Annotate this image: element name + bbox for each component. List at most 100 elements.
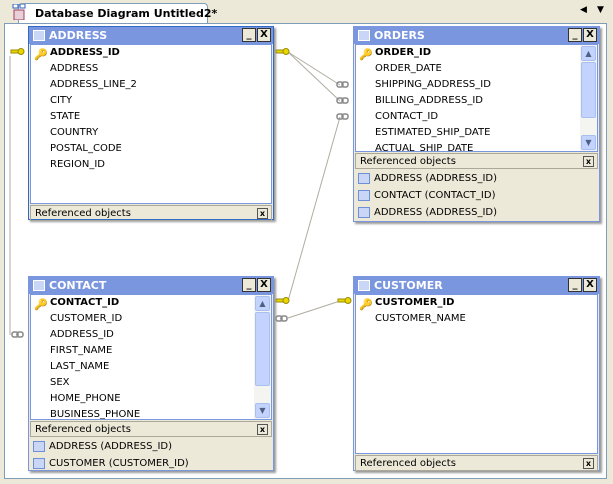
relationship-line[interactable] — [287, 300, 341, 319]
link-connector-icon — [336, 81, 349, 88]
column-row[interactable]: FIRST_NAME — [31, 343, 271, 359]
close-button[interactable]: X — [257, 28, 271, 42]
tab-list-menu-button[interactable]: ▼ — [597, 5, 604, 15]
relationship-line[interactable] — [287, 116, 341, 302]
table-icon — [358, 30, 370, 41]
table-title-bar[interactable]: ADDRESS_X — [29, 27, 273, 44]
table-icon — [33, 280, 45, 291]
column-name: BUSINESS_PHONE — [50, 409, 141, 420]
scroll-tabs-left-button[interactable]: ◀ — [580, 5, 587, 15]
primary-key-icon: 🔑 — [34, 298, 48, 311]
column-name: LAST_NAME — [50, 361, 110, 372]
minimize-button[interactable]: _ — [568, 28, 582, 42]
primary-key-column[interactable]: 🔑ORDER_ID — [356, 45, 597, 61]
column-row[interactable]: ESTIMATED_SHIP_DATE — [356, 125, 597, 141]
column-row[interactable]: ORDER_DATE — [356, 61, 597, 77]
minimize-button[interactable]: _ — [568, 278, 582, 292]
key-connector-icon — [10, 48, 25, 55]
column-row[interactable]: STATE — [31, 109, 271, 125]
table-title-bar[interactable]: CONTACT _X — [29, 277, 273, 294]
table-name: CONTACT — [49, 279, 107, 292]
tab-title: Database Diagram Untitled2* — [35, 7, 218, 20]
column-row[interactable]: BILLING_ADDRESS_ID — [356, 93, 597, 109]
column-row[interactable]: CITY — [31, 93, 271, 109]
table-title-bar[interactable]: ORDERS_X — [354, 27, 599, 44]
referenced-object-label: CUSTOMER (CUSTOMER_ID) — [49, 458, 189, 469]
column-row[interactable]: COUNTRY — [31, 125, 271, 141]
referenced-object-item[interactable]: CONTACT (CONTACT_ID) — [354, 187, 599, 204]
scrollbar-thumb[interactable] — [581, 62, 596, 118]
referenced-objects-label: Referenced objects — [35, 424, 131, 435]
referenced-object-label: ADDRESS (ADDRESS_ID) — [374, 173, 498, 184]
column-row[interactable]: ADDRESS_LINE_2 — [31, 77, 271, 93]
column-row[interactable]: CUSTOMER_ID — [31, 311, 271, 327]
primary-key-column[interactable]: 🔑CUSTOMER_ID — [356, 295, 597, 311]
close-button[interactable]: X — [583, 278, 597, 292]
referenced-objects-close-button[interactable]: x — [583, 458, 594, 469]
column-row[interactable]: ADDRESS_ID — [31, 327, 271, 343]
referenced-objects-close-button[interactable]: x — [583, 156, 594, 167]
column-row[interactable]: ACTUAL_SHIP_DATE — [356, 141, 597, 151]
vertical-scrollbar[interactable]: ▲▼ — [580, 45, 597, 151]
table-name: CUSTOMER — [374, 279, 443, 292]
referenced-object-item[interactable]: ADDRESS (ADDRESS_ID) — [29, 438, 273, 455]
referenced-object-label: CONTACT (CONTACT_ID) — [374, 190, 496, 201]
scroll-down-button[interactable]: ▼ — [255, 403, 270, 418]
table-icon — [358, 280, 370, 291]
column-row[interactable]: ADDRESS — [31, 61, 271, 77]
referenced-object-item[interactable]: ADDRESS (ADDRESS_ID) — [354, 170, 599, 187]
referenced-objects-close-button[interactable]: x — [257, 424, 268, 435]
minimize-button[interactable]: _ — [242, 278, 256, 292]
primary-key-icon: 🔑 — [34, 48, 48, 61]
scrollbar-thumb[interactable] — [255, 312, 270, 386]
relationship-line[interactable] — [287, 51, 341, 86]
column-row[interactable]: SEX — [31, 375, 271, 391]
primary-key-column[interactable]: 🔑ADDRESS_ID — [31, 45, 271, 61]
close-button[interactable]: X — [257, 278, 271, 292]
scroll-up-button[interactable]: ▲ — [581, 46, 596, 61]
column-row[interactable]: REGION_ID — [31, 157, 271, 173]
column-name: CITY — [50, 95, 73, 106]
column-name: POSTAL_CODE — [50, 143, 122, 154]
referenced-objects-label: Referenced objects — [35, 208, 131, 219]
column-row[interactable]: LAST_NAME — [31, 359, 271, 375]
minimize-button[interactable]: _ — [242, 28, 256, 42]
primary-key-column[interactable]: 🔑CONTACT_ID — [31, 295, 271, 311]
close-button[interactable]: X — [583, 28, 597, 42]
primary-key-icon: 🔑 — [359, 298, 373, 311]
column-name: ESTIMATED_SHIP_DATE — [375, 127, 491, 138]
column-row[interactable]: SHIPPING_ADDRESS_ID — [356, 77, 597, 93]
column-name: FIRST_NAME — [50, 345, 113, 356]
column-name: CONTACT_ID — [50, 297, 120, 308]
scroll-up-button[interactable]: ▲ — [255, 296, 270, 311]
referenced-object-item[interactable]: ADDRESS (ADDRESS_ID) — [354, 204, 599, 221]
column-row[interactable]: CONTACT_ID — [356, 109, 597, 125]
referenced-object-item[interactable]: CUSTOMER (CUSTOMER_ID) — [29, 455, 273, 472]
primary-key-icon: 🔑 — [359, 48, 373, 61]
table-title-bar[interactable]: CUSTOMER _X — [354, 277, 599, 294]
column-name: ADDRESS_ID — [50, 47, 120, 58]
scroll-down-button[interactable]: ▼ — [581, 135, 596, 150]
relationship-line[interactable] — [287, 51, 341, 102]
referenced-objects-close-button[interactable]: x — [257, 208, 268, 219]
link-connector-icon — [275, 315, 288, 322]
column-row[interactable]: HOME_PHONE — [31, 391, 271, 407]
referenced-objects-header: Referenced objects x — [30, 421, 272, 437]
column-row[interactable]: BUSINESS_PHONE — [31, 407, 271, 420]
column-name: BILLING_ADDRESS_ID — [375, 95, 483, 106]
column-name: SHIPPING_ADDRESS_ID — [375, 79, 491, 90]
column-row[interactable]: CUSTOMER_NAME — [356, 311, 597, 327]
column-row[interactable]: POSTAL_CODE — [31, 141, 271, 157]
column-name: STATE — [50, 111, 81, 122]
tab-database-diagram[interactable]: Database Diagram Untitled2* — [12, 3, 217, 23]
key-connector-icon — [275, 48, 290, 55]
vertical-scrollbar[interactable]: ▲▼ — [254, 295, 271, 419]
